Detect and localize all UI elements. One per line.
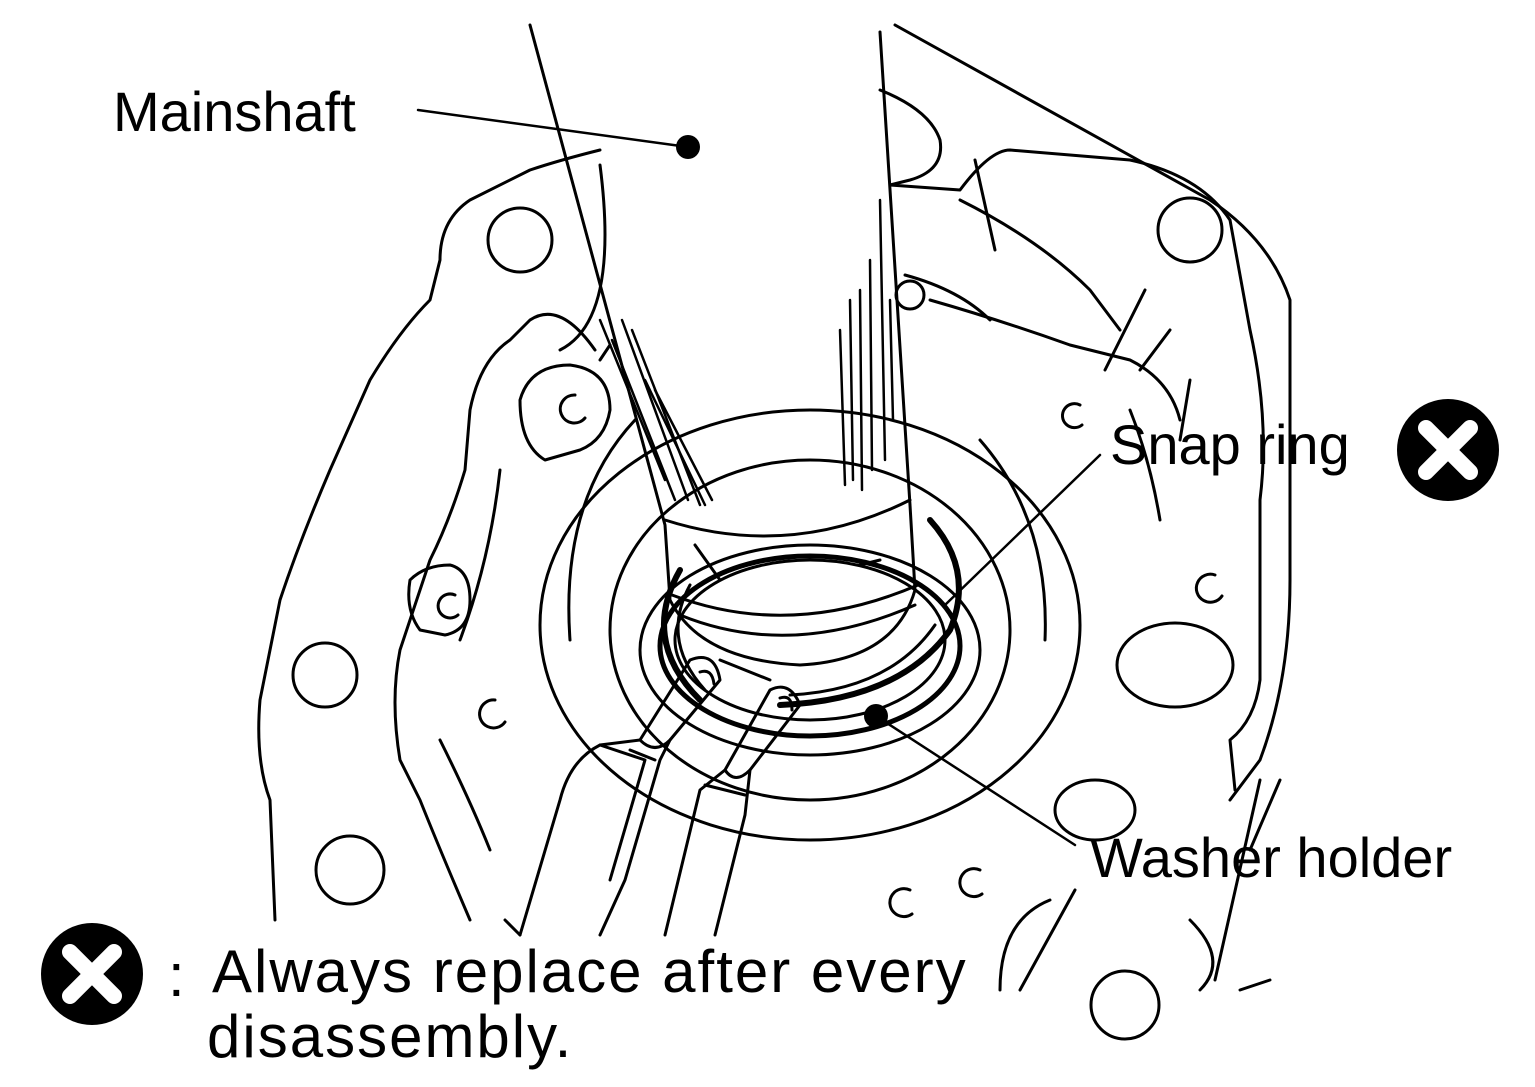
washer-holder-leader — [874, 714, 1077, 847]
housing-inner-ring — [608, 458, 1012, 802]
mainshaft-leader-dot — [676, 135, 700, 159]
bolt-hole — [291, 641, 359, 709]
bolt-hole — [314, 834, 386, 906]
bolt-holes — [291, 196, 1235, 1041]
washer-holder-label: Washer holder — [1090, 826, 1453, 889]
oil-port — [1053, 778, 1137, 842]
legend-separator: : — [168, 942, 187, 1009]
leader-lines — [416, 108, 1102, 847]
bearing-housing — [538, 408, 1082, 842]
circle-x-icon — [41, 923, 143, 1025]
bolt-hole — [1089, 969, 1161, 1041]
legend-text-line2: disassembly. — [207, 1003, 574, 1070]
oil-port — [1115, 621, 1235, 709]
circle-x-icon — [1397, 399, 1499, 501]
snap-ring-leader — [943, 453, 1102, 607]
washer-holder-leader-dot — [864, 704, 888, 728]
snap-ring-pliers — [518, 656, 802, 937]
washer-holder — [638, 543, 982, 757]
case-outline — [257, 23, 1292, 992]
housing-outer-ring — [538, 408, 1082, 842]
mainshaft-label: Mainshaft — [113, 80, 356, 143]
shaft-splines — [598, 198, 895, 507]
snap-ring-label: Snap ring — [1110, 413, 1350, 476]
mainshaft-leader — [416, 108, 690, 149]
bolt-hole — [486, 206, 554, 274]
legend-text-line1: Always replace after every — [212, 938, 968, 1005]
bolt-hole — [894, 279, 926, 311]
bolt-hole — [1156, 196, 1224, 264]
mainshaft — [528, 23, 920, 682]
snap-ring — [661, 517, 962, 708]
